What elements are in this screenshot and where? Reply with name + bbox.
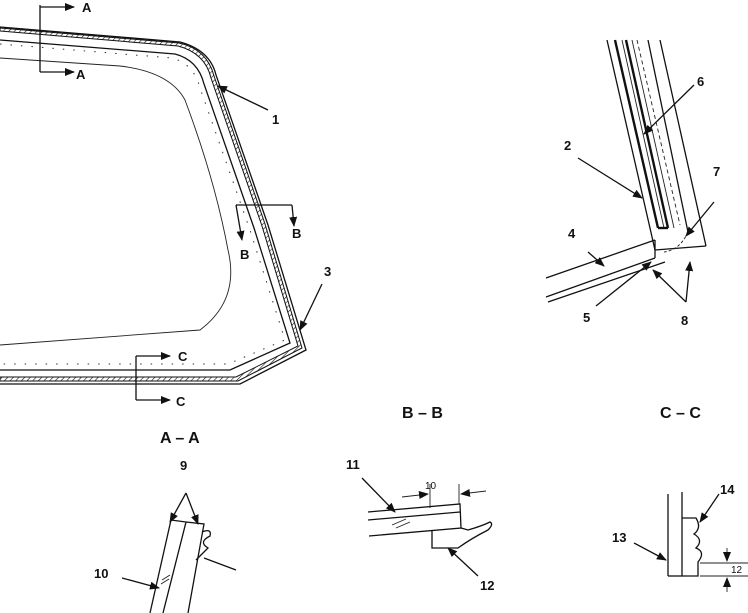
callout-2: 2 — [564, 138, 643, 199]
cut-label-a-top: A — [82, 0, 92, 15]
label-3: 3 — [324, 264, 331, 279]
callout-8: 8 — [652, 261, 694, 328]
label-2: 2 — [564, 138, 571, 153]
section-title-cc: C – C — [660, 405, 701, 422]
section-title-bb: B – B — [402, 405, 443, 422]
section-title-aa: A – A — [160, 430, 200, 447]
label-14: 14 — [720, 482, 735, 497]
label-4: 4 — [568, 226, 576, 241]
cut-marker-a: A A — [39, 0, 92, 82]
label-6: 6 — [697, 74, 704, 89]
dim-bb: 10 — [425, 481, 437, 492]
label-10: 10 — [94, 566, 108, 581]
section-aa: 9 10 — [94, 458, 237, 613]
detail-corner-view — [545, 39, 707, 303]
cut-label-c-top: C — [178, 349, 188, 364]
cut-label-a-bottom: A — [76, 67, 86, 82]
cut-marker-b: B B — [235, 204, 301, 262]
glass-edge — [0, 39, 291, 371]
callout-1: 1 — [217, 85, 279, 127]
label-5: 5 — [583, 310, 590, 325]
cut-label-b-right: B — [292, 226, 301, 241]
label-8: 8 — [681, 313, 688, 328]
dotted-line — [0, 43, 286, 365]
windshield-main-view — [0, 26, 307, 385]
label-11: 11 — [346, 457, 360, 472]
section-cc: 12 14 13 — [612, 482, 748, 592]
cut-label-c-bottom: C — [176, 394, 186, 409]
callout-3: 3 — [299, 264, 331, 331]
inner-opening — [0, 57, 232, 346]
callout-7: 7 — [685, 164, 720, 237]
label-9: 9 — [180, 458, 187, 473]
cut-label-b-left: B — [240, 247, 249, 262]
body-frame-outer — [0, 26, 307, 385]
callout-5: 5 — [583, 261, 652, 325]
section-bb: 10 11 12 — [346, 457, 494, 593]
molding-strip — [0, 27, 303, 382]
dim-cc: 12 — [731, 565, 743, 576]
label-12: 12 — [480, 578, 494, 593]
label-13: 13 — [612, 530, 626, 545]
callout-6: 6 — [643, 74, 704, 135]
cut-marker-c: C C — [135, 349, 188, 409]
label-7: 7 — [713, 164, 720, 179]
callout-4: 4 — [568, 226, 605, 267]
label-1: 1 — [272, 112, 279, 127]
